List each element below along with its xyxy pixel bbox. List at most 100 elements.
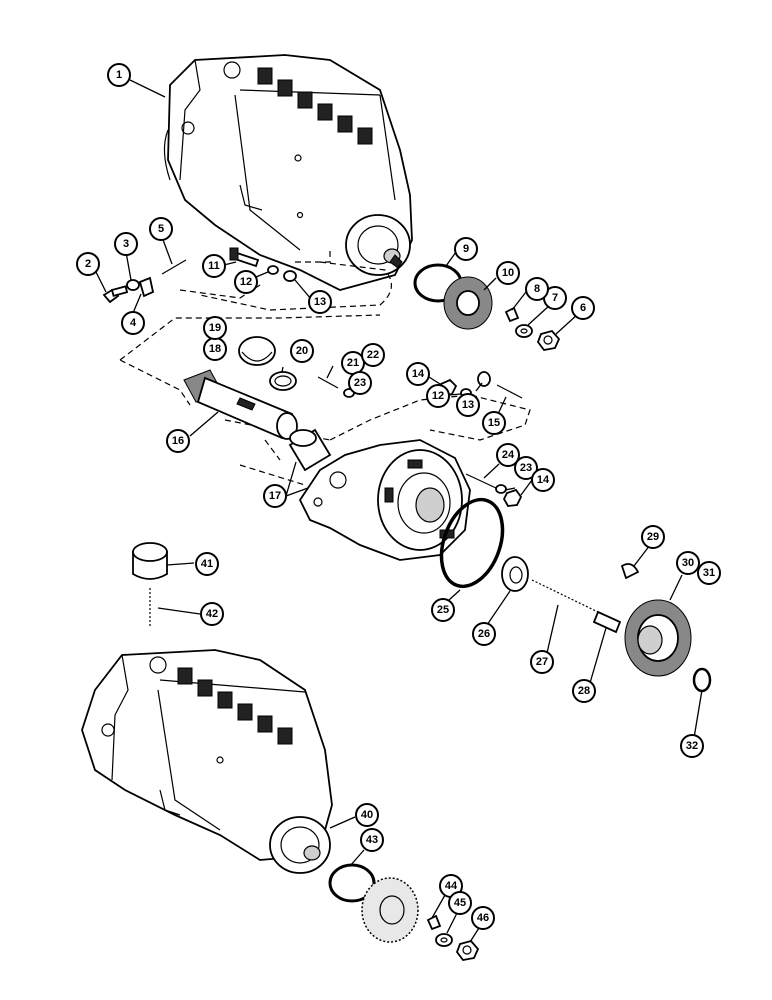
washer-7 bbox=[515, 324, 533, 338]
callout-18: 18 bbox=[203, 337, 227, 361]
leader-lines bbox=[95, 79, 703, 943]
svg-text:2: 2 bbox=[85, 258, 91, 270]
callout-42: 42 bbox=[200, 602, 224, 626]
snap-ring-32 bbox=[692, 667, 712, 693]
washer-13-upper bbox=[283, 270, 297, 282]
callout-23-upper: 23 bbox=[348, 371, 372, 395]
callout-6: 6 bbox=[571, 296, 595, 320]
callout-22: 22 bbox=[361, 343, 385, 367]
callout-26: 26 bbox=[472, 622, 496, 646]
svg-text:13: 13 bbox=[462, 399, 474, 411]
assembly-boundary-upper bbox=[179, 250, 392, 311]
washer-23-lower bbox=[495, 484, 507, 494]
svg-text:3: 3 bbox=[123, 238, 129, 250]
injection-pump-upper bbox=[163, 54, 413, 291]
callout-4: 4 bbox=[121, 311, 145, 335]
svg-text:15: 15 bbox=[488, 417, 500, 429]
nut-6 bbox=[536, 329, 561, 351]
assembly-boundary-middle bbox=[119, 314, 531, 441]
stud-24 bbox=[465, 473, 497, 489]
svg-text:14: 14 bbox=[537, 474, 550, 486]
seal-20 bbox=[269, 371, 297, 391]
callout-9: 9 bbox=[454, 237, 478, 261]
gear-10 bbox=[443, 276, 493, 330]
shaft-16 bbox=[183, 369, 298, 440]
callout-15: 15 bbox=[482, 411, 506, 435]
callout-30: 30 bbox=[676, 551, 700, 575]
svg-text:46: 46 bbox=[477, 912, 489, 924]
svg-text:7: 7 bbox=[552, 292, 558, 304]
svg-text:24: 24 bbox=[502, 449, 515, 461]
svg-text:12: 12 bbox=[432, 390, 444, 402]
svg-text:14: 14 bbox=[412, 368, 425, 380]
pin-28 bbox=[592, 610, 622, 634]
svg-text:18: 18 bbox=[209, 343, 221, 355]
callout-13-upper: 13 bbox=[308, 290, 332, 314]
svg-text:29: 29 bbox=[647, 531, 659, 543]
svg-text:22: 22 bbox=[367, 349, 379, 361]
svg-text:42: 42 bbox=[206, 608, 218, 620]
svg-text:26: 26 bbox=[478, 628, 490, 640]
callout-25: 25 bbox=[431, 598, 455, 622]
callout-31: 31 bbox=[697, 561, 721, 585]
callout-29: 29 bbox=[641, 525, 665, 549]
callout-41: 41 bbox=[195, 552, 219, 576]
svg-text:9: 9 bbox=[463, 243, 469, 255]
svg-text:16: 16 bbox=[172, 435, 184, 447]
callout-11: 11 bbox=[202, 254, 226, 278]
o-ring-25 bbox=[439, 497, 505, 589]
svg-text:5: 5 bbox=[158, 223, 164, 235]
svg-text:40: 40 bbox=[361, 809, 373, 821]
nut-46 bbox=[455, 939, 480, 961]
svg-text:17: 17 bbox=[269, 490, 281, 502]
callout-24: 24 bbox=[496, 443, 520, 467]
callout-32: 32 bbox=[680, 734, 704, 758]
callout-17: 17 bbox=[263, 484, 287, 508]
callout-43: 43 bbox=[360, 828, 384, 852]
svg-text:10: 10 bbox=[502, 267, 514, 279]
cap-41 bbox=[132, 542, 168, 580]
callout-20: 20 bbox=[290, 339, 314, 363]
washer-13-middle bbox=[477, 371, 491, 387]
callout-8: 8 bbox=[525, 277, 549, 301]
plug-19 bbox=[238, 336, 276, 366]
key-8 bbox=[504, 306, 520, 323]
callout-21: 21 bbox=[341, 351, 365, 375]
delivery-valve-row-upper bbox=[257, 67, 373, 145]
svg-text:8: 8 bbox=[534, 283, 540, 295]
washer-3 bbox=[126, 279, 140, 291]
callout-28: 28 bbox=[572, 679, 596, 703]
callout-13-middle: 13 bbox=[456, 393, 480, 417]
svg-text:28: 28 bbox=[578, 685, 590, 697]
svg-text:45: 45 bbox=[454, 897, 466, 909]
bushing-17 bbox=[288, 428, 332, 472]
svg-text:4: 4 bbox=[130, 317, 137, 329]
svg-text:23: 23 bbox=[354, 377, 366, 389]
svg-text:43: 43 bbox=[366, 834, 378, 846]
bolt-11 bbox=[229, 247, 260, 268]
callout-5: 5 bbox=[149, 217, 173, 241]
gear-30 bbox=[624, 599, 692, 677]
callout-12-upper: 12 bbox=[234, 270, 258, 294]
callout-23-lower: 23 bbox=[514, 456, 538, 480]
callout-14-lower: 14 bbox=[531, 468, 555, 492]
injection-pump-lower bbox=[81, 649, 333, 874]
svg-text:12: 12 bbox=[240, 276, 252, 288]
svg-text:13: 13 bbox=[314, 296, 326, 308]
callout-16: 16 bbox=[166, 429, 190, 453]
svg-text:1: 1 bbox=[116, 69, 122, 81]
delivery-valve-row-lower bbox=[177, 667, 293, 745]
washer-12-upper bbox=[267, 265, 279, 275]
svg-text:32: 32 bbox=[686, 740, 698, 752]
callout-14-upper: 14 bbox=[406, 362, 430, 386]
svg-text:31: 31 bbox=[703, 567, 715, 579]
washer-45 bbox=[435, 933, 453, 947]
callout-1: 1 bbox=[107, 63, 131, 87]
callout-19: 19 bbox=[203, 316, 227, 340]
svg-text:20: 20 bbox=[296, 345, 308, 357]
fitting-4 bbox=[138, 276, 155, 298]
stud-5 bbox=[161, 259, 187, 275]
svg-text:44: 44 bbox=[445, 880, 458, 892]
svg-text:6: 6 bbox=[580, 302, 586, 314]
